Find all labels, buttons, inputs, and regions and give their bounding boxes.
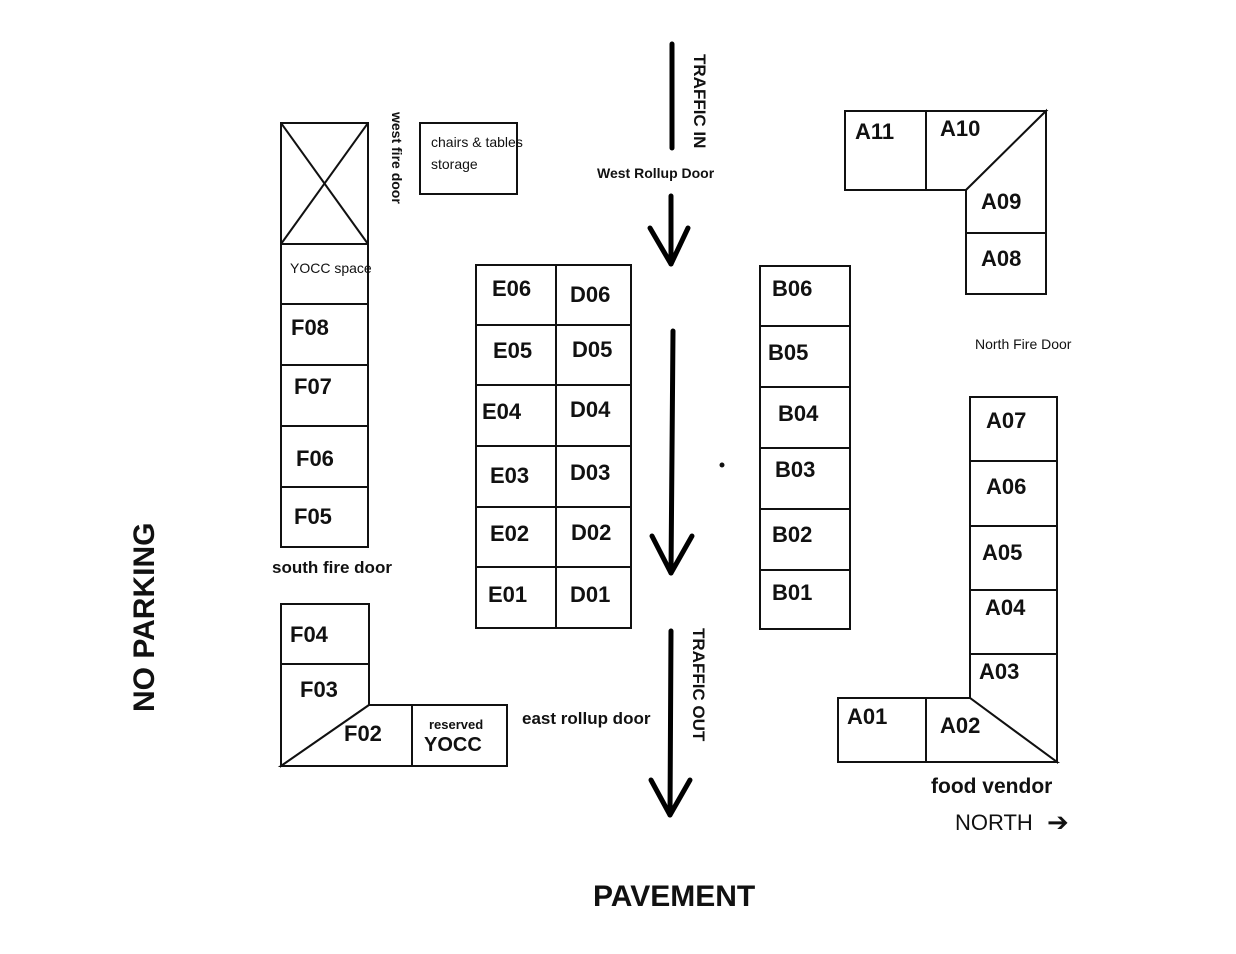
reserved-yocc-cell bbox=[411, 704, 508, 767]
booth-B04[interactable] bbox=[759, 386, 851, 449]
booth-A08[interactable] bbox=[965, 232, 1047, 295]
no-parking-label: NO PARKING bbox=[128, 523, 161, 712]
booth-E01-label: E01 bbox=[488, 582, 527, 607]
booth-D01-label: D01 bbox=[570, 582, 610, 607]
booth-F04-label: F04 bbox=[290, 622, 329, 647]
west-rollup-door-label: West Rollup Door bbox=[597, 165, 715, 181]
east-rollup-door-label: east rollup door bbox=[522, 709, 651, 728]
booth-B05[interactable] bbox=[759, 325, 851, 388]
booth-A03-label: A03 bbox=[979, 659, 1019, 684]
booth-D03[interactable] bbox=[555, 445, 632, 508]
booth-F06-label: F06 bbox=[296, 446, 334, 471]
booth-A02-label: A02 bbox=[940, 713, 980, 738]
booth-B06-label: B06 bbox=[772, 276, 812, 301]
north-compass-label: NORTH bbox=[955, 810, 1033, 835]
booth-A07-label: A07 bbox=[986, 408, 1026, 433]
booth-A05-label: A05 bbox=[982, 540, 1022, 565]
booth-E06-label: E06 bbox=[492, 276, 531, 301]
booth-A11[interactable] bbox=[844, 110, 927, 191]
booth-A05[interactable] bbox=[969, 525, 1058, 591]
booth-F05-label: F05 bbox=[294, 504, 332, 529]
exit-arrow-head-icon bbox=[648, 777, 693, 818]
booth-A11-label: A11 bbox=[855, 119, 894, 144]
aisle-arrow-head-icon bbox=[649, 533, 695, 576]
booth-A08-label: A08 bbox=[981, 246, 1021, 271]
f-corner-group: F04 F03 F02 reserved YOCC bbox=[277, 603, 508, 768]
booth-E03-label: E03 bbox=[490, 463, 529, 488]
b-column: B06 B05 B04 B03 B02 B01 bbox=[759, 265, 851, 630]
booth-E04-label: E04 bbox=[482, 399, 522, 424]
stray-dot bbox=[719, 462, 725, 468]
reserved-label: reserved bbox=[429, 717, 483, 732]
booth-F03-label: F03 bbox=[300, 677, 338, 702]
booth-E02-label: E02 bbox=[490, 521, 529, 546]
booth-B02-label: B02 bbox=[772, 522, 812, 547]
booth-D01[interactable] bbox=[555, 566, 632, 629]
a-bottom-group: A07 A06 A05 A04 A03 A01 A02 bbox=[837, 396, 1061, 764]
food-vendor-label: food vendor bbox=[931, 775, 1052, 798]
north-arrow-icon: ➔ bbox=[1047, 807, 1069, 837]
booth-F07[interactable] bbox=[280, 364, 369, 427]
traffic-arrows bbox=[647, 41, 695, 818]
booth-B01[interactable] bbox=[759, 569, 851, 630]
yocc-space-cell bbox=[280, 243, 369, 305]
exit-arrow-shaft bbox=[667, 628, 674, 818]
traffic-in-label: TRAFFIC IN bbox=[690, 54, 709, 148]
booth-E05-label: E05 bbox=[493, 338, 532, 363]
entry-arrow-head-icon bbox=[647, 225, 691, 267]
booth-A02[interactable] bbox=[925, 697, 1061, 763]
booth-A09-label: A09 bbox=[981, 189, 1021, 214]
west-fire-door-label: west fire door bbox=[389, 111, 405, 204]
booth-B01-label: B01 bbox=[772, 580, 812, 605]
booth-A04-label: A04 bbox=[985, 595, 1026, 620]
left-column: YOCC space F08 F07 F06 F05 bbox=[280, 122, 372, 548]
booth-B04-label: B04 bbox=[778, 401, 819, 426]
booth-F05[interactable] bbox=[280, 486, 369, 548]
booth-A01[interactable] bbox=[837, 697, 927, 763]
yocc-space-label: YOCC space bbox=[290, 260, 372, 276]
booth-E06[interactable] bbox=[475, 264, 557, 326]
booth-A01-label: A01 bbox=[847, 704, 887, 729]
blocked-area-cross-2 bbox=[280, 122, 369, 245]
booth-A06-label: A06 bbox=[986, 474, 1026, 499]
booth-F08[interactable] bbox=[280, 303, 369, 366]
booth-E02[interactable] bbox=[475, 506, 557, 568]
booth-D02-label: D02 bbox=[571, 520, 611, 545]
booth-A06[interactable] bbox=[969, 460, 1058, 527]
booth-D05[interactable] bbox=[555, 324, 632, 386]
booth-D03-label: D03 bbox=[570, 460, 610, 485]
e-d-block: E06 D06 E05 D05 E04 D04 E03 D03 E02 D02 … bbox=[475, 264, 632, 629]
booth-F07-label: F07 bbox=[294, 374, 332, 399]
booth-F02-label: F02 bbox=[344, 721, 382, 746]
booth-D05-label: D05 bbox=[572, 337, 612, 362]
booth-F06[interactable] bbox=[280, 425, 369, 488]
storage-label-line2: storage bbox=[431, 156, 478, 172]
booth-F08-label: F08 bbox=[291, 315, 329, 340]
aisle-arrow-shaft bbox=[668, 328, 676, 576]
a-top-group: A11 A10 A09 A08 bbox=[844, 108, 1049, 295]
booth-B03[interactable] bbox=[759, 447, 851, 510]
booth-B03-label: B03 bbox=[775, 457, 815, 482]
south-fire-door-label: south fire door bbox=[272, 558, 392, 577]
storage-area: chairs & tables storage bbox=[419, 122, 523, 195]
booth-D06[interactable] bbox=[555, 264, 632, 326]
yocc-label: YOCC bbox=[424, 734, 482, 756]
pavement-label: PAVEMENT bbox=[593, 880, 755, 913]
booth-D04-label: D04 bbox=[570, 397, 611, 422]
storage-label-line1: chairs & tables bbox=[431, 134, 523, 150]
booth-B05-label: B05 bbox=[768, 340, 808, 365]
storage-box bbox=[419, 122, 518, 195]
booth-D06-label: D06 bbox=[570, 282, 610, 307]
north-fire-door-label: North Fire Door bbox=[975, 336, 1072, 352]
booth-B02[interactable] bbox=[759, 508, 851, 571]
booth-A04[interactable] bbox=[969, 589, 1058, 655]
booth-A10-label: A10 bbox=[940, 116, 980, 141]
traffic-out-label: TRAFFIC OUT bbox=[689, 628, 708, 742]
